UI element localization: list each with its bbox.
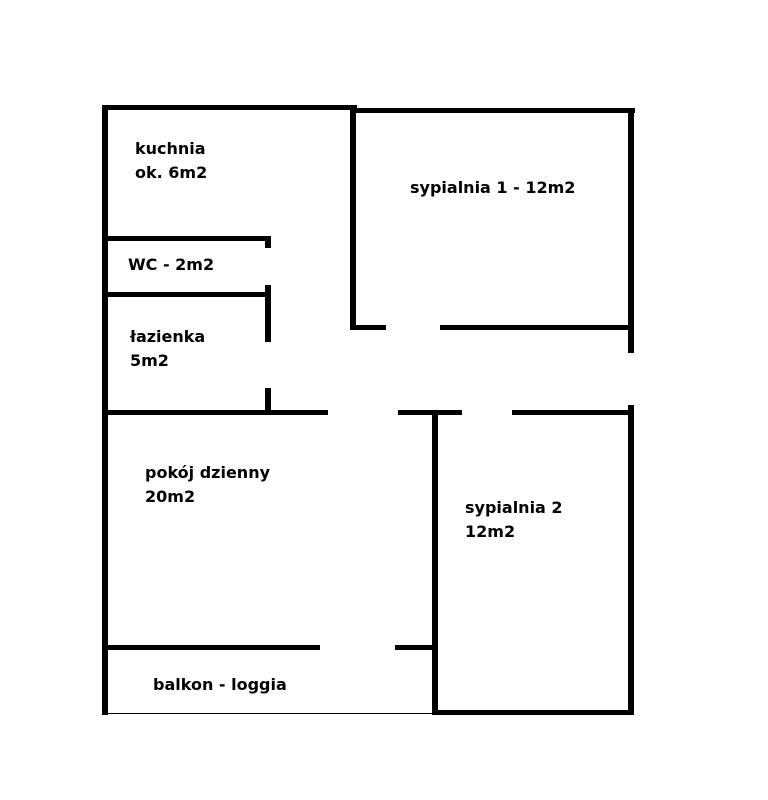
wc-name: WC - 2m2 [128, 255, 215, 274]
wall-living-top-right [512, 410, 634, 415]
bathroom-label: łazienka 5m2 [130, 325, 205, 373]
wall-living-top-mid [398, 410, 462, 415]
kitchen-area: ok. 6m2 [135, 163, 208, 182]
living-room-name: pokój dzienny [145, 463, 271, 482]
wall-bathroom-right-lower [265, 388, 271, 415]
wall-top-left [102, 105, 357, 110]
kitchen-label: kuchnia ok. 6m2 [135, 137, 207, 185]
living-room-label: pokój dzienny 20m2 [145, 461, 270, 509]
wall-bedroom1-bottom-right [440, 325, 634, 330]
wall-wc-top [104, 236, 270, 241]
bedroom2-name: sypialnia 2 [465, 498, 563, 517]
wall-bottom-left-thin [104, 713, 434, 714]
wall-bedroom1-left [350, 108, 356, 330]
wall-wc-bottom [104, 292, 270, 297]
balcony-label: balkon - loggia [153, 673, 287, 697]
balcony-name: balkon - loggia [153, 675, 287, 694]
bedroom1-label: sypialnia 1 - 12m2 [410, 176, 575, 200]
wall-balcony-top-left [104, 645, 320, 650]
kitchen-name: kuchnia [135, 139, 206, 158]
wall-living-top-left [104, 410, 328, 415]
bathroom-name: łazienka [130, 327, 206, 346]
wall-right-lower [628, 405, 634, 715]
wall-top-right [350, 108, 635, 113]
wall-bedroom2-left [432, 412, 438, 715]
wall-bedroom1-bottom-left [350, 325, 386, 330]
bedroom2-area: 12m2 [465, 522, 516, 541]
bedroom2-label: sypialnia 2 12m2 [465, 496, 563, 544]
wall-balcony-top-right [395, 645, 435, 650]
bedroom1-name: sypialnia 1 - 12m2 [410, 178, 576, 197]
bathroom-area: 5m2 [130, 351, 169, 370]
wc-label: WC - 2m2 [128, 253, 214, 277]
wall-bathroom-right-upper [265, 285, 271, 342]
living-room-area: 20m2 [145, 487, 196, 506]
wall-right-upper [628, 108, 634, 353]
wall-bottom-right [432, 710, 634, 715]
wall-wc-right [265, 236, 271, 248]
